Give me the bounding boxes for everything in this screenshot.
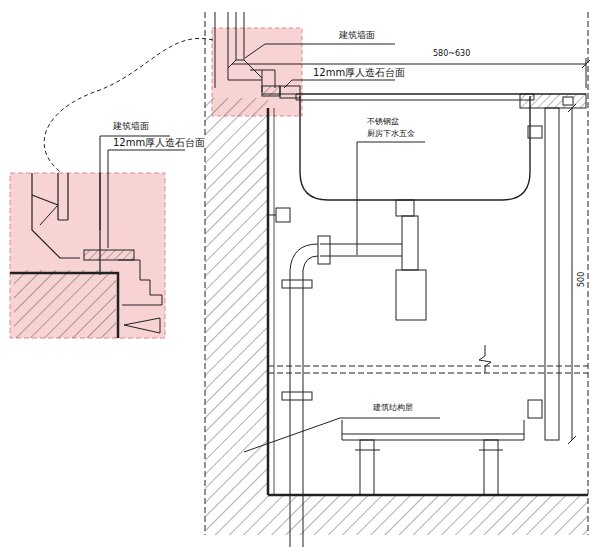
part-label: 建筑墙面	[112, 122, 150, 132]
sink-bowl	[300, 96, 530, 200]
part-label: 建筑结构层	[372, 404, 414, 413]
part-label: 不锈钢盆	[366, 118, 400, 127]
part-label: 建筑墙面	[338, 31, 376, 41]
part-label: 厨房下水五金	[366, 130, 416, 139]
part-label: 12mm厚人造石台面	[312, 67, 406, 78]
dimension-label: 500	[578, 271, 587, 288]
detail-enlargement	[10, 173, 165, 338]
part-label: 12mm厚人造石台面	[112, 137, 206, 148]
dimension-label: 580~630	[432, 50, 471, 59]
